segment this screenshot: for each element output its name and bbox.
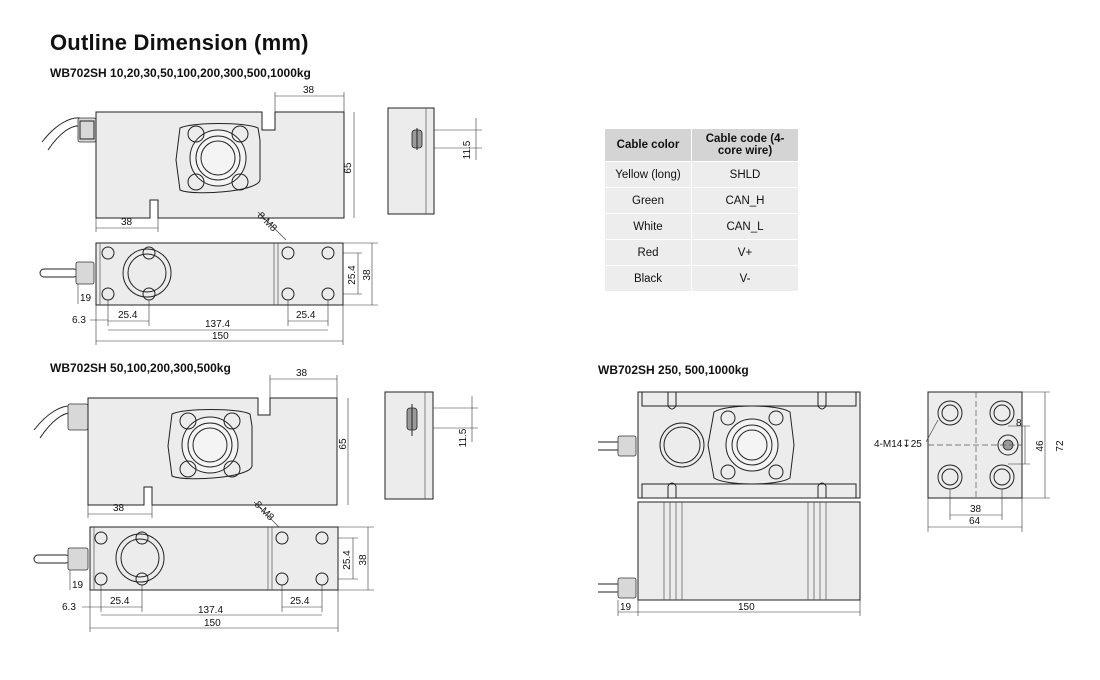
- dim-150-1: 150: [212, 331, 229, 342]
- dim-38-v-2: 38: [358, 554, 369, 566]
- table-row: Green CAN_H: [604, 187, 799, 214]
- drawing1-top-view: [39, 242, 378, 345]
- dim-65-2: 65: [338, 438, 349, 450]
- model-label-2: WB702SH 50,100,200,300,500kg: [50, 361, 231, 375]
- table-row: Red V+: [604, 239, 799, 266]
- dim-46-3: 46: [1035, 440, 1046, 452]
- cable-code-cell: V+: [691, 239, 799, 266]
- cable-code-cell: CAN_H: [691, 187, 799, 214]
- drawing1-end-view: [387, 107, 482, 215]
- model-label-1: WB702SH 10,20,30,50,100,200,300,500,1000…: [50, 66, 311, 80]
- dim-38-v-1: 38: [362, 269, 373, 281]
- dim-19-1: 19: [80, 293, 92, 304]
- drawing2-side-view: [33, 375, 349, 531]
- dim-6-3-1: 6.3: [72, 315, 86, 326]
- drawing3-end-view: [925, 391, 1050, 532]
- table-row: Yellow (long) SHLD: [604, 161, 799, 188]
- drawing3-bottom-view: [598, 501, 861, 616]
- dim-25-4-left-2: 25.4: [110, 596, 130, 607]
- dim-4m14-3: 4-M14↧25: [874, 439, 922, 450]
- dim-38-bottom-2: 38: [113, 503, 125, 514]
- dim-150-2: 150: [204, 618, 221, 629]
- dim-25-4-right-1: 25.4: [296, 310, 316, 321]
- dim-38-3: 38: [970, 504, 982, 515]
- dim-64-3: 64: [969, 516, 981, 527]
- dim-25-4-right-2: 25.4: [290, 596, 310, 607]
- dim-38-top-2: 38: [296, 368, 308, 379]
- cable-table-header-row: Cable color Cable code (4-core wire): [604, 128, 799, 162]
- table-row: White CAN_L: [604, 213, 799, 240]
- dim-38-top-1: 38: [303, 85, 315, 96]
- cable-color-cell: White: [604, 213, 692, 240]
- cable-table-header-code: Cable code (4-core wire): [691, 128, 799, 162]
- model-label-3: WB702SH 250, 500,1000kg: [598, 363, 749, 377]
- dim-137-4-1: 137.4: [205, 319, 230, 330]
- dim-137-4-2: 137.4: [198, 605, 223, 616]
- cable-code-cell: V-: [691, 265, 799, 292]
- dim-25-4-v-1: 25.4: [347, 265, 358, 285]
- dim-6-3-2: 6.3: [62, 602, 76, 613]
- cable-table: Cable color Cable code (4-core wire) Yel…: [604, 128, 799, 292]
- dim-150-3: 150: [738, 602, 755, 613]
- dim-19-2: 19: [72, 580, 84, 591]
- drawing2-end-view: [384, 391, 478, 500]
- dim-25-4-left-1: 25.4: [118, 310, 138, 321]
- dim-38-bottom-1: 38: [121, 217, 133, 228]
- dim-11-5-2: 11.5: [458, 428, 469, 447]
- cable-color-cell: Red: [604, 239, 692, 266]
- dim-25-4-v-2: 25.4: [342, 550, 353, 570]
- dim-8-3: 8: [1016, 418, 1022, 429]
- cable-color-cell: Green: [604, 187, 692, 214]
- dim-72-3: 72: [1055, 440, 1066, 452]
- cable-code-cell: CAN_L: [691, 213, 799, 240]
- drawing2-top-view: [33, 526, 374, 632]
- drawing1-side-view: [41, 92, 355, 241]
- dim-65-1: 65: [343, 162, 354, 174]
- cable-color-cell: Yellow (long): [604, 161, 692, 188]
- page-title: Outline Dimension (mm): [50, 30, 309, 55]
- dim-11-5-1: 11.5: [462, 140, 473, 159]
- cable-code-cell: SHLD: [691, 161, 799, 188]
- table-row: Black V-: [604, 265, 799, 292]
- drawing3-front-view: [598, 391, 861, 499]
- dim-19-3: 19: [620, 602, 632, 613]
- cable-color-cell: Black: [604, 265, 692, 292]
- cable-table-header-color: Cable color: [604, 128, 692, 162]
